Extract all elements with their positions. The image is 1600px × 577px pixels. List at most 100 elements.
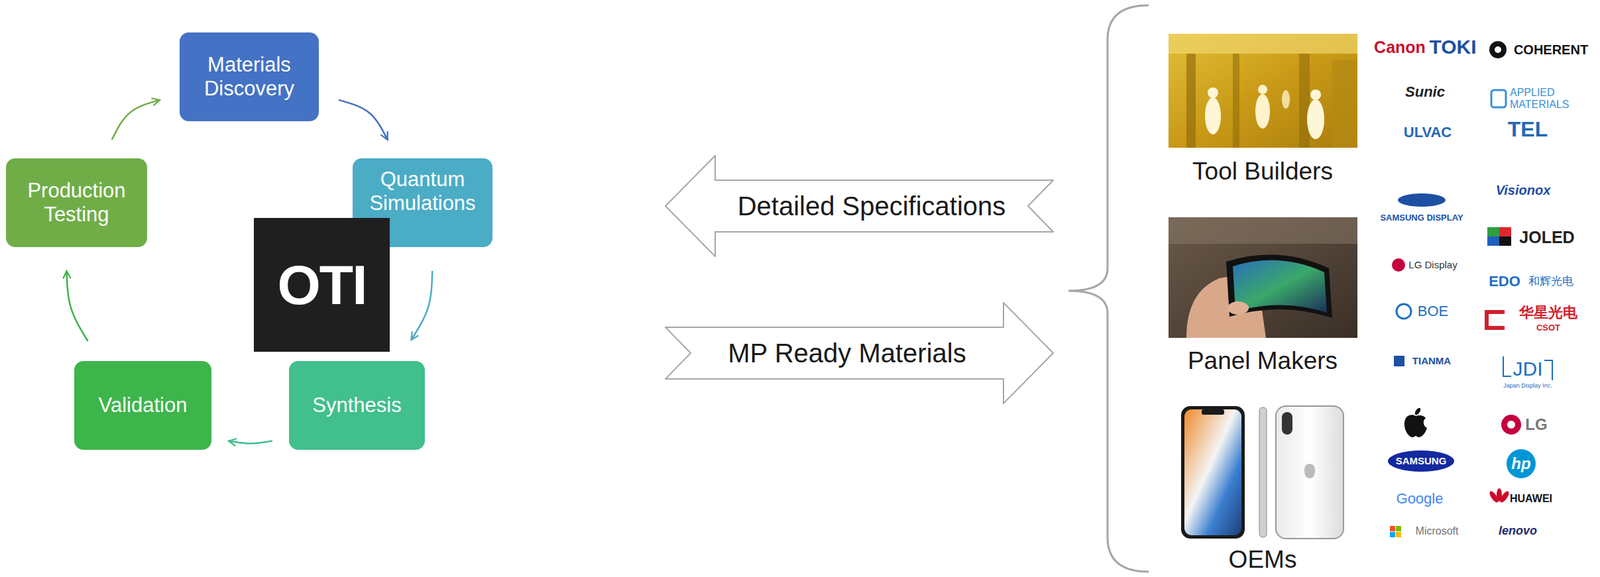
cycle-arrow: [66, 271, 89, 342]
group-caption: Tool Builders: [1192, 158, 1333, 186]
phone-back: [1275, 406, 1344, 539]
cycle-arrow: [228, 441, 273, 445]
company-logo-text: SAMSUNG DISPLAY: [1379, 213, 1463, 223]
company-logo-text: 华星光电: [1519, 304, 1578, 321]
box-label: Validation: [98, 393, 188, 418]
photo-detail: [1299, 53, 1310, 148]
group-caption: Panel Makers: [1187, 347, 1338, 376]
photo-detail: [1186, 53, 1196, 148]
company-logos: [1387, 41, 1553, 538]
worker-figure: [1255, 94, 1270, 129]
lg-display-icon: [1391, 258, 1406, 272]
block-arrow: MP Ready Materials: [664, 302, 1054, 405]
company-logo-text: APPLIED MATERIALS: [1509, 86, 1577, 111]
company-logo-text: Canon: [1373, 38, 1426, 58]
company-logo-text: lenovo: [1498, 524, 1538, 539]
apple-logo: [1404, 414, 1428, 438]
lg-icon: [1501, 414, 1522, 435]
huawei-petal: [1498, 490, 1511, 505]
company-logo-text: ULVAC: [1403, 124, 1453, 141]
microsoft-square: [1395, 526, 1402, 532]
cleanroom-photo: [1168, 33, 1358, 148]
company-logo-text: CSOT: [1536, 323, 1561, 333]
company-logo-text: LG Display: [1408, 259, 1457, 272]
phone-side: [1259, 407, 1267, 538]
box-label: Synthesis: [312, 393, 401, 418]
company-logo-text: Google: [1396, 491, 1444, 508]
process-box: Materials Discovery: [179, 32, 319, 122]
company-logo-text: HUAWEI: [1509, 493, 1553, 506]
arrow-label: Detailed Specifications: [737, 191, 1007, 222]
joled-icon: [1487, 236, 1500, 246]
worker-figure: [1307, 99, 1325, 140]
microsoft-square: [1395, 532, 1402, 538]
photo-detail: [1232, 53, 1240, 148]
worker-figure: [1257, 84, 1268, 95]
flexible-panel-photo: [1168, 217, 1358, 339]
cycle-arrow: [112, 100, 160, 140]
coherent-icon: [1494, 46, 1502, 54]
worker-figure: [1310, 89, 1321, 101]
process-box: Production Testing: [5, 158, 148, 248]
arrow-shaft: Detailed Specifications: [720, 180, 1023, 232]
company-logo-text: TIANMA: [1412, 355, 1451, 368]
camera: [1281, 412, 1293, 435]
process-box: Validation: [74, 361, 212, 451]
logo-text: OTI: [277, 253, 367, 318]
microsoft-square: [1389, 526, 1396, 532]
thumb: [1227, 301, 1249, 315]
arrow-label: MP Ready Materials: [727, 338, 966, 369]
company-logo-text: EDO: [1488, 273, 1521, 290]
phone-screen: [1184, 409, 1242, 536]
company-logo-text: hp: [1511, 455, 1531, 473]
bent-screen: [1226, 255, 1333, 319]
logo-box: OTI: [253, 218, 390, 352]
group-caption: OEMs: [1228, 546, 1298, 574]
cycle-arrow: [411, 271, 433, 341]
boe-icon: [1396, 304, 1412, 319]
coherent-icon: [1489, 41, 1507, 59]
photo-ground: [1168, 217, 1358, 339]
company-logo-text: Visionox: [1495, 182, 1551, 198]
tianma-icon: [1393, 355, 1405, 367]
jdi-bracket: [1503, 356, 1553, 381]
company-logo-text: SAMSUNG: [1395, 456, 1447, 468]
company-logo-text: JOLED: [1519, 228, 1575, 248]
bracket: [1068, 5, 1149, 572]
worker-figure: [1204, 97, 1221, 135]
worker-figure: [1281, 90, 1290, 109]
hp-circle: [1506, 449, 1536, 479]
samsung-display-oval: [1397, 193, 1446, 207]
applied-icon: [1491, 90, 1506, 108]
apple-leaf: [1413, 406, 1422, 416]
csot-icon: [1484, 310, 1505, 331]
photo-ground: [1168, 33, 1358, 148]
samsung-oval: [1387, 450, 1455, 472]
arrow-outline: [665, 155, 1054, 257]
apple-mark: [1304, 463, 1315, 479]
lg-icon: [1507, 420, 1516, 429]
phone-front: [1181, 406, 1245, 539]
arrow-shaft: MP Ready Materials: [695, 328, 999, 379]
box-label: Production Testing: [12, 178, 141, 227]
company-logo-text: LG: [1525, 416, 1547, 434]
box-label: Quantum Simulations: [359, 167, 486, 216]
joled-icon: [1499, 236, 1512, 246]
photo-detail: [1168, 217, 1358, 244]
company-logo-text: BOE: [1417, 303, 1449, 320]
company-logo-text: TOKI: [1428, 35, 1477, 58]
company-logo-text: JDI: [1513, 357, 1543, 380]
box-label: Materials Discovery: [186, 53, 313, 101]
company-logo-text: Japan Display Inc.: [1503, 383, 1553, 390]
photo-detail: [1168, 33, 1358, 54]
company-logo-text: Microsoft: [1415, 525, 1459, 538]
photo-detail: [1332, 59, 1358, 148]
phone-notch: [1201, 409, 1225, 415]
process-box: Synthesis: [288, 361, 425, 451]
company-logo-text: TEL: [1507, 117, 1548, 142]
microsoft-square: [1389, 532, 1396, 538]
company-logo-text: Sunic: [1405, 84, 1445, 101]
smartphone-photo: [1181, 406, 1344, 539]
